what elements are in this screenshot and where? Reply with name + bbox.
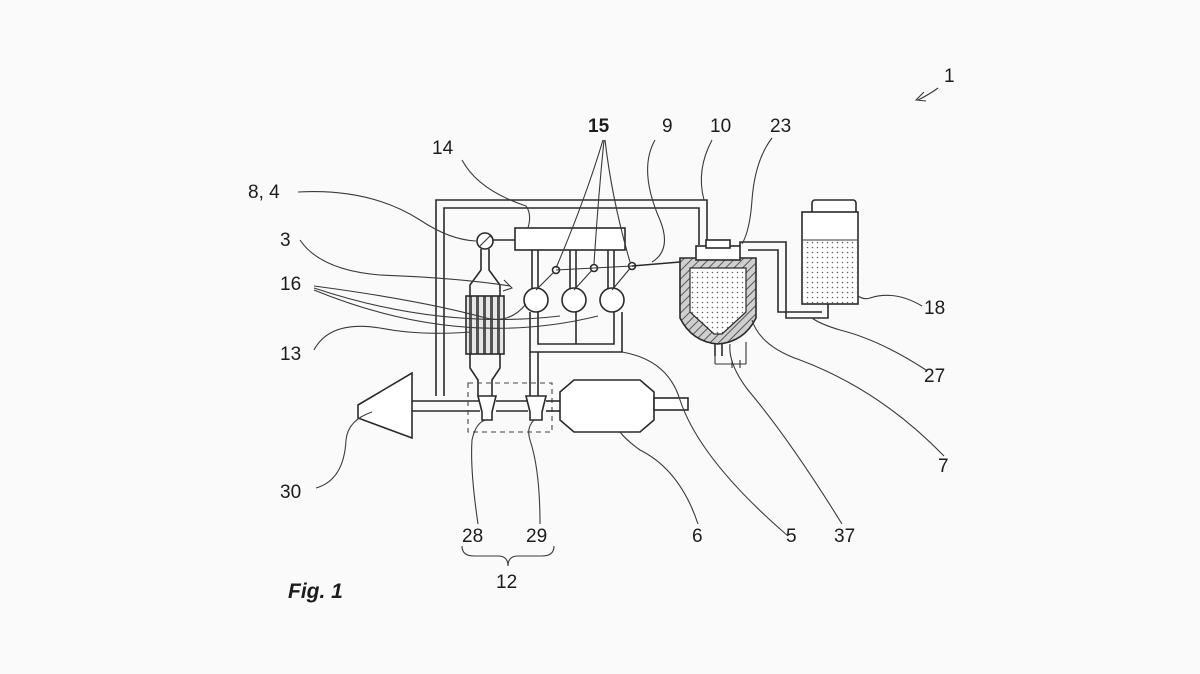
label-18: 18 <box>924 298 945 319</box>
exhaust-manifold <box>529 312 623 396</box>
label-8-4: 8, 4 <box>248 182 280 203</box>
label-27: 27 <box>924 366 945 387</box>
tank-supply-line <box>739 241 829 319</box>
sensor-symbol <box>476 232 494 250</box>
feed-pipe-right <box>488 249 501 296</box>
label-23: 23 <box>770 116 791 137</box>
label-15: 15 <box>588 116 610 137</box>
label-10: 10 <box>710 116 731 137</box>
label-9: 9 <box>662 116 673 137</box>
fuel-tank <box>801 199 859 305</box>
aftertreatment-unit <box>546 379 689 433</box>
filter-element <box>465 295 505 396</box>
label-28: 28 <box>462 526 483 547</box>
figure-caption: Fig. 1 <box>288 580 343 603</box>
feed-pipe-left <box>469 249 482 296</box>
label-12: 12 <box>496 572 517 593</box>
label-6: 6 <box>692 526 703 547</box>
label-16: 16 <box>280 274 301 295</box>
label-30: 30 <box>280 482 301 503</box>
label-1: 1 <box>944 66 955 87</box>
leader-lines <box>297 87 945 567</box>
return-line <box>435 199 708 396</box>
label-29: 29 <box>526 526 547 547</box>
turbocharger-box <box>467 382 553 433</box>
label-13: 13 <box>280 344 301 365</box>
turbine-29 <box>524 395 548 421</box>
label-7: 7 <box>938 456 949 477</box>
shaft <box>412 400 528 412</box>
turbine-28 <box>476 395 498 421</box>
fuel-filter-housing <box>679 239 757 368</box>
label-3: 3 <box>280 230 291 251</box>
injector-row <box>523 250 681 313</box>
fuel-rail <box>492 227 626 251</box>
label-14: 14 <box>432 138 454 159</box>
label-37: 37 <box>834 526 855 547</box>
label-5: 5 <box>786 526 797 547</box>
compressor <box>357 371 413 440</box>
